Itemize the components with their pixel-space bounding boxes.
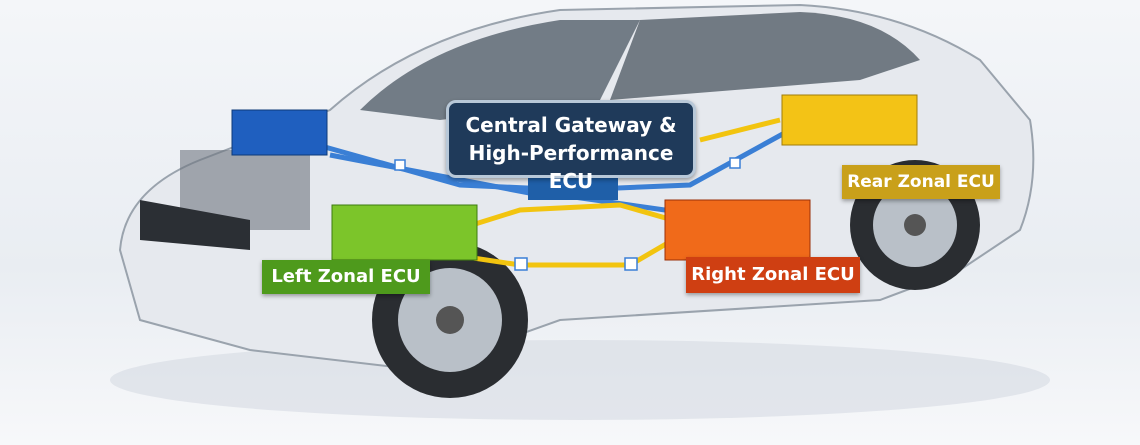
left-ecu-box <box>331 204 478 261</box>
side-windows <box>610 12 920 100</box>
front-ecu-box <box>231 109 328 156</box>
front-wheel <box>372 242 528 398</box>
rear-ecu-box <box>781 94 918 146</box>
central-gateway-line2: High-Performance ECU <box>468 141 674 193</box>
right-ecu-box <box>664 199 811 261</box>
right-zonal-ecu-label: Right Zonal ECU <box>686 257 860 293</box>
central-gateway-label: Central Gateway & High-Performance ECU <box>446 100 696 193</box>
central-gateway-line1: Central Gateway & <box>465 113 677 137</box>
left-zonal-ecu-label: Left Zonal ECU <box>262 260 430 294</box>
car-shadow <box>110 340 1050 420</box>
windshield <box>360 20 640 120</box>
front-grille <box>140 200 250 250</box>
rear-zonal-ecu-label: Rear Zonal ECU <box>842 165 1000 199</box>
